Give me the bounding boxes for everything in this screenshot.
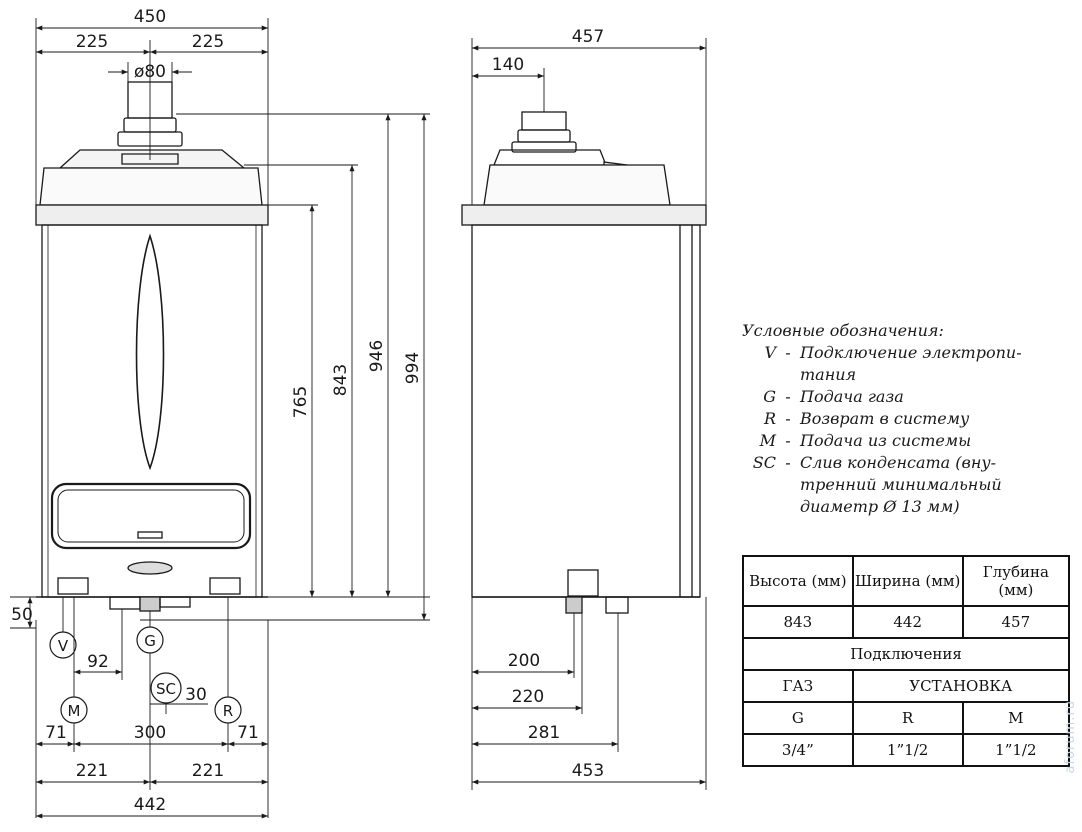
svg-text:G: G [144, 632, 156, 650]
conn-m-size: 1”1/2 [961, 733, 1071, 767]
header-width: Ширина (мм) [851, 555, 964, 607]
value-depth: 457 [961, 605, 1071, 639]
conn-sc: SC [150, 672, 182, 704]
conn-g-size: 3/4” [742, 733, 854, 767]
value-width: 442 [851, 605, 964, 639]
conn-g: G [136, 626, 164, 654]
svg-text:450: 450 [134, 7, 166, 27]
svg-text:220: 220 [512, 687, 544, 707]
side-view [461, 111, 707, 614]
header-depth: Глубина (мм) [961, 555, 1071, 607]
conn-r: R [214, 696, 242, 724]
front-connections: V G SC M R [49, 626, 242, 724]
svg-text:71: 71 [45, 723, 67, 743]
legend: Условные обозначения: V- Подключение эле… [742, 320, 1062, 518]
svg-text:221: 221 [192, 761, 224, 781]
table-row: G R M [742, 701, 1071, 735]
svg-text:M: M [68, 702, 81, 720]
front-dimensions: 450 225 225 ø80 765 843 946 994 50 [10, 7, 430, 819]
legend-item-sc-cont1: тренний минимальный [800, 475, 1002, 494]
svg-text:453: 453 [572, 761, 604, 781]
svg-text:225: 225 [76, 32, 108, 52]
value-height: 843 [742, 605, 854, 639]
legend-item-m: M- Подача из системы [759, 431, 972, 450]
conn-v: V [49, 631, 77, 659]
side-dimensions: 457 140 200 220 281 453 [471, 27, 707, 790]
watermark: aforum.ru [1063, 700, 1078, 774]
conn-m: M [60, 696, 88, 724]
legend-item-sc-cont2: диаметр Ø 13 мм) [800, 497, 960, 516]
legend-item-sc: SC- Слив конденсата (вну- [752, 453, 997, 472]
legend-item-v-cont: тания [800, 365, 857, 384]
svg-text:50: 50 [11, 605, 33, 625]
svg-text:30: 30 [185, 685, 207, 705]
svg-text:442: 442 [134, 795, 166, 815]
conn-r-size: 1”1/2 [851, 733, 964, 767]
legend-item-v: V- Подключение электропи- [764, 343, 1022, 362]
conn-g-label: G [742, 701, 854, 735]
svg-text:R: R [223, 702, 233, 720]
table-row: Высота (мм) Ширина (мм) Глубина (мм) [742, 555, 1071, 607]
svg-text:300: 300 [134, 723, 166, 743]
spec-table: Высота (мм) Ширина (мм) Глубина (мм) 843… [742, 555, 1071, 767]
svg-text:221: 221 [76, 761, 108, 781]
svg-text:765: 765 [291, 386, 311, 418]
legend-item-g: G- Подача газа [763, 387, 904, 406]
table-row: Подключения [742, 637, 1070, 671]
svg-text:225: 225 [192, 32, 224, 52]
svg-text:140: 140 [492, 55, 524, 75]
conn-r-label: R [851, 701, 964, 735]
svg-text:843: 843 [331, 364, 351, 396]
svg-text:200: 200 [508, 651, 540, 671]
table-row: ГАЗ УСТАНОВКА [742, 669, 1071, 703]
header-height: Высота (мм) [742, 555, 854, 607]
svg-text:994: 994 [403, 352, 423, 384]
conn-m-label: M [961, 701, 1071, 735]
connections-header: Подключения [742, 637, 1070, 671]
table-row: 843 442 457 [742, 605, 1071, 639]
svg-text:457: 457 [572, 27, 604, 47]
gas-header: ГАЗ [742, 669, 854, 703]
table-row: 3/4” 1”1/2 1”1/2 [742, 733, 1071, 767]
svg-text:ø80: ø80 [134, 62, 166, 82]
front-view [35, 81, 269, 612]
svg-text:SC: SC [156, 680, 176, 698]
svg-text:V: V [58, 637, 69, 655]
svg-text:946: 946 [367, 340, 387, 372]
svg-text:92: 92 [87, 652, 109, 672]
svg-text:281: 281 [528, 723, 560, 743]
install-header: УСТАНОВКА [851, 669, 1071, 703]
legend-item-r: R- Возврат в систему [763, 409, 970, 428]
legend-title: Условные обозначения: [742, 321, 944, 340]
svg-text:71: 71 [237, 723, 259, 743]
